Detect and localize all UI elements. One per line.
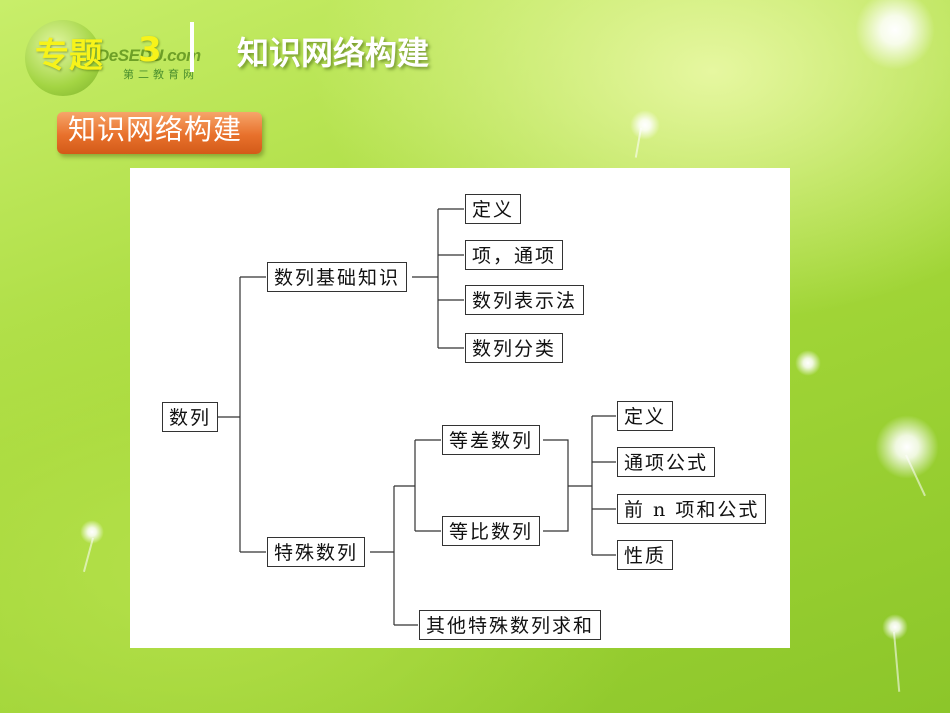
sparkle-decoration bbox=[630, 110, 660, 140]
header-divider bbox=[190, 22, 194, 72]
sparkle-decoration bbox=[855, 0, 935, 70]
tree-node-other-special-sums: 其他特殊数列求和 bbox=[419, 610, 602, 640]
tree-node-special: 特殊数列 bbox=[267, 537, 366, 567]
tree-connectors bbox=[218, 208, 616, 626]
topic-label: 专题 bbox=[35, 36, 103, 76]
section-tab-label: 知识网络构建 bbox=[68, 113, 243, 146]
sparkle-decoration bbox=[795, 350, 821, 376]
topic-number: 3 bbox=[138, 30, 162, 70]
logo-globe-icon bbox=[25, 20, 101, 96]
site-logo: DeSEDU.com 第二教育网 bbox=[25, 20, 225, 96]
sparkle-decoration bbox=[875, 415, 939, 479]
knowledge-tree-panel: 数列 数列基础知识 定义 项，通项 数列表示法 数列分类 特殊数列 等差数列 等… bbox=[130, 168, 790, 648]
tree-node-root: 数列 bbox=[162, 402, 219, 432]
tree-node-basics-term: 项，通项 bbox=[465, 240, 564, 270]
tree-node-basics: 数列基础知识 bbox=[267, 262, 408, 292]
tree-node-shared-definition: 定义 bbox=[617, 401, 674, 431]
dandelion-stem-decoration bbox=[893, 631, 901, 692]
section-tab bbox=[57, 112, 262, 154]
tree-node-basics-representation: 数列表示法 bbox=[465, 285, 585, 315]
tree-node-properties: 性质 bbox=[617, 540, 674, 570]
tree-node-arithmetic: 等差数列 bbox=[442, 425, 541, 455]
logo-subtext: 第二教育网 bbox=[123, 68, 198, 81]
tree-node-geometric: 等比数列 bbox=[442, 516, 541, 546]
tree-node-basics-classification: 数列分类 bbox=[465, 333, 564, 363]
tree-node-general-term-formula: 通项公式 bbox=[617, 447, 716, 477]
tree-node-basics-definition: 定义 bbox=[465, 194, 522, 224]
tree-node-sum-formula: 前 n 项和公式 bbox=[617, 494, 767, 524]
logo-text: DeSEDU.com bbox=[97, 46, 201, 65]
page-title: 知识网络构建 bbox=[237, 34, 430, 72]
